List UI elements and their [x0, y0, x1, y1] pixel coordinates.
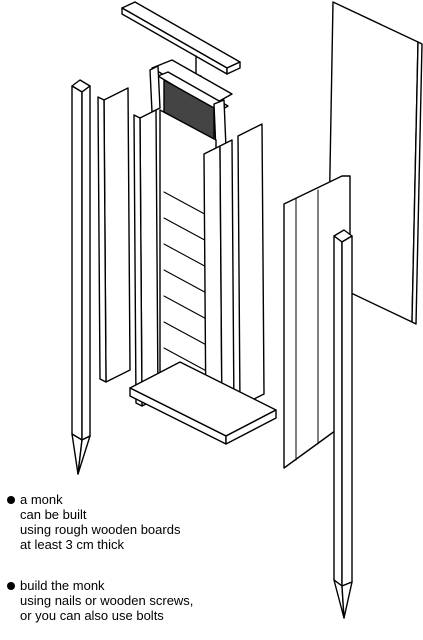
note-line: using rough wooden boards — [20, 522, 181, 537]
left-board — [97, 87, 131, 383]
top-plank — [121, 1, 241, 75]
note-line: build the monk — [20, 578, 105, 593]
note-line: at least 3 cm thick — [20, 537, 125, 552]
note-line: or you can also use bolts — [20, 608, 164, 623]
right-stake — [333, 229, 353, 619]
note-line: can be built — [20, 507, 87, 522]
note-line: a monk — [20, 492, 63, 507]
note-line: using nails or wooden screws, — [20, 593, 194, 608]
left-stake — [71, 79, 91, 475]
monk-frame — [129, 59, 277, 445]
note-build-material: a monk can be built using rough wooden b… — [7, 492, 181, 552]
bullet-icon — [7, 496, 15, 504]
bullet-icon — [7, 582, 15, 590]
note-fasteners: build the monk using nails or wooden scr… — [7, 578, 194, 623]
